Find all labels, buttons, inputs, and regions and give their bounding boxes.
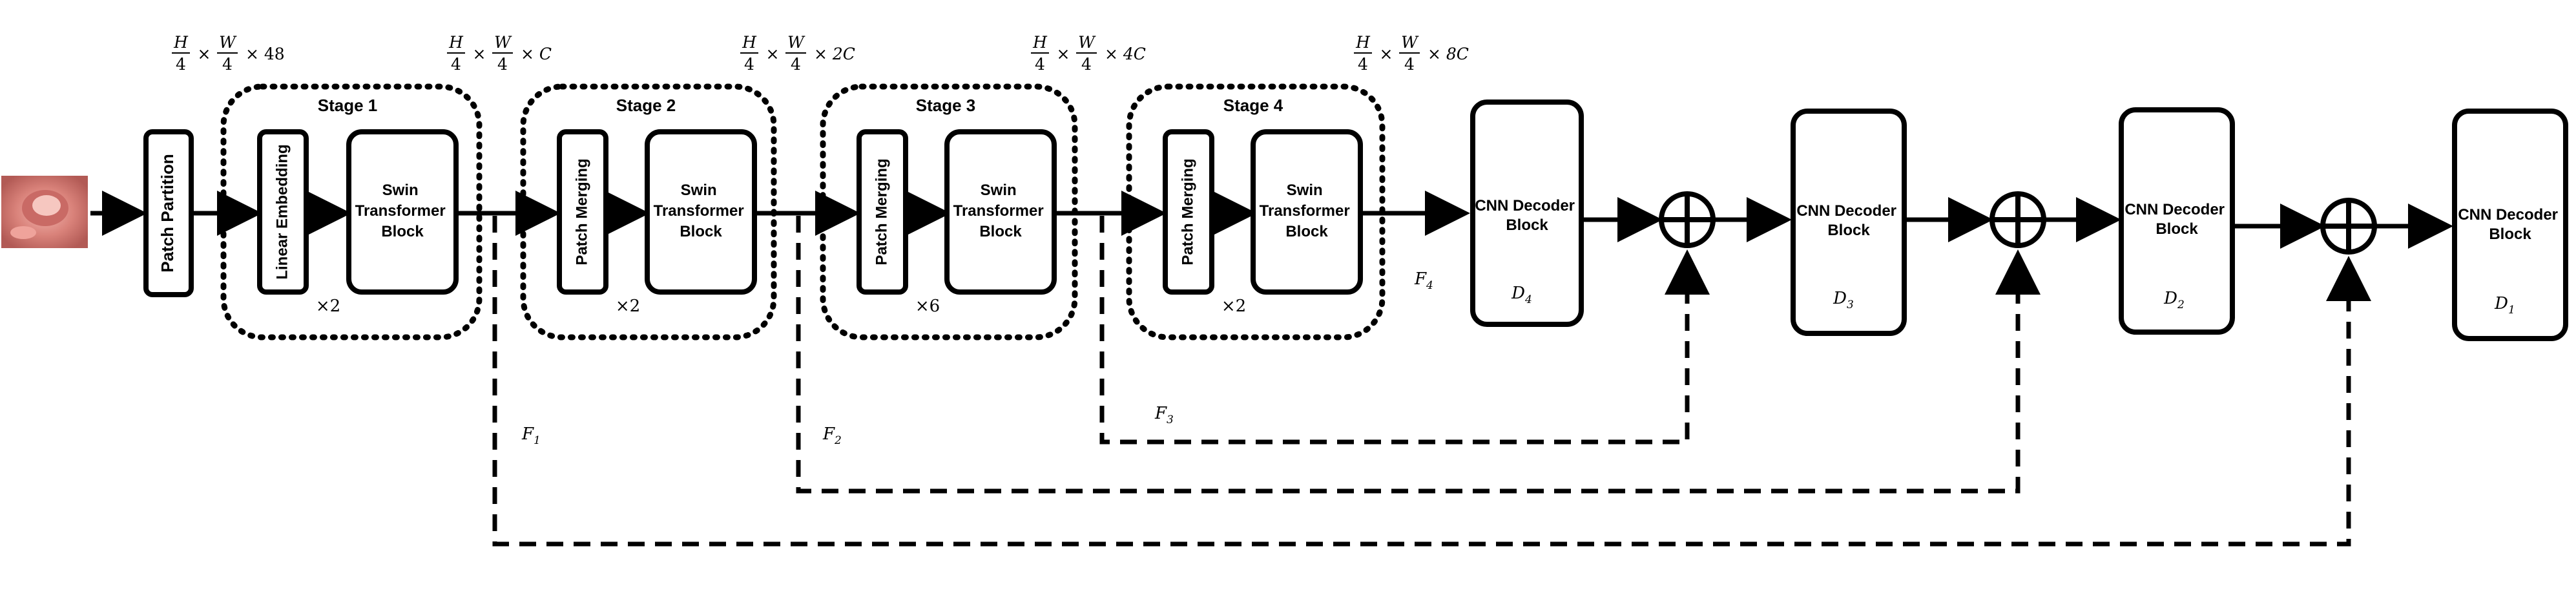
dim-label-3: H 4 × W 4 × 2C [740,33,855,74]
svg-text:D3: D3 [1833,289,1854,311]
stage-4-title: Stage 4 [1223,96,1283,115]
swin-block-4-line3: Block [1285,223,1328,240]
swin-block-3-line1: Swin [981,182,1017,199]
feature-f4: F4 [1414,269,1433,292]
swin-block-2-line3: Block [680,223,722,240]
svg-text:Swin Transformer B: Swin Transformer Block [355,182,450,240]
swin-block-4-line1: Swin [1287,182,1323,199]
stage-1-title: Stage 1 [318,96,378,115]
svg-text:× 8C: × 8C [1428,45,1469,63]
stage-1-repeat: ×2 [316,297,340,316]
swin-block-2-line2: Transformer [654,202,744,220]
decoder-d4: CNN Decoder Block D4 [1470,100,1584,327]
svg-text:×: × [1057,45,1070,63]
svg-text:H: H [1032,33,1048,52]
svg-text:Swin Transformer B: Swin Transformer Block [654,182,749,240]
svg-text:CNN Decoder Block: CNN Decoder Block [1475,197,1579,234]
stage-4-repeat: ×2 [1221,297,1246,316]
svg-text:×: × [473,45,486,63]
feature-f2: F2 [822,424,842,447]
stage-4: Stage 4 Patch Merging Swin Transformer B… [1126,83,1386,340]
svg-text:H: H [1355,33,1371,52]
stage-2-repeat: ×2 [616,297,640,316]
dim-label-2: H 4 × W 4 × C [447,33,552,74]
svg-text:× 48: × 48 [245,45,285,63]
svg-text:4: 4 [744,55,754,74]
decoder-d1: CNN Decoder Block D1 [2452,109,2568,341]
swin-block-1-line1: Swin [382,182,419,199]
swin-block-3-line2: Transformer [953,202,1044,220]
svg-text:CNN Decoder Block: CNN Decoder Block [2458,206,2562,243]
stage-3-title: Stage 3 [916,96,976,115]
skip-connection-f2 [796,216,2041,494]
decoder-d3: CNN Decoder Block D3 [1791,109,1907,336]
swin-block-4-line2: Transformer [1260,202,1350,220]
svg-text:D4: D4 [1511,284,1532,306]
stage-3-repeat: ×6 [915,297,940,316]
decoder-d2: CNN Decoder Block D2 [2119,107,2235,335]
input-image [1,176,88,248]
svg-text:W: W [1078,33,1096,52]
svg-text:D2: D2 [2163,289,2185,311]
svg-text:4: 4 [1404,55,1415,74]
svg-text:W: W [787,33,805,52]
svg-text:D1: D1 [2494,294,2515,317]
dim-label-5: H 4 × W 4 × 8C [1354,33,1469,74]
feature-f1: F1 [521,424,541,447]
stage-1-border [220,83,483,340]
svg-text:CNN Decoder Block: CNN Decoder Block [1796,202,1900,239]
stage-3: Stage 3 Patch Merging Swin Transformer B… [820,83,1078,340]
svg-text:4: 4 [497,55,508,74]
svg-text:×: × [766,45,780,63]
stage-1: Stage 1 Linear Embedding Swin Transforme… [220,83,483,340]
patch-partition-label: Patch Partition [158,154,177,272]
svg-text:H: H [742,33,757,52]
swin-block-1-line3: Block [381,223,424,240]
patch-partition-block: Patch Partition [143,129,194,297]
svg-text:W: W [494,33,512,52]
svg-text:× 4C: × 4C [1105,45,1146,63]
svg-text:H: H [448,33,464,52]
swin-block-1-line2: Transformer [355,202,446,220]
stage-2: Stage 2 Patch Merging Swin Transformer B… [520,83,777,340]
sum-node-3 [2320,198,2377,255]
sum-node-1 [1659,191,1716,248]
patch-merging-1-label: Patch Merging [573,158,590,265]
linear-embedding-label: Linear Embedding [273,144,291,279]
stage-2-title: Stage 2 [616,96,676,115]
svg-text:4: 4 [791,55,801,74]
patch-merging-2-label: Patch Merging [873,158,890,265]
svg-text:4: 4 [1358,55,1368,74]
svg-text:W: W [1401,33,1419,52]
svg-text:4: 4 [222,55,233,74]
svg-text:4: 4 [451,55,461,74]
skip-connection-f1 [492,216,2371,547]
svg-text:H: H [173,33,189,52]
svg-text:4: 4 [176,55,186,74]
svg-text:×: × [1380,45,1393,63]
dim-label-4: H 4 × W 4 × 4C [1031,33,1146,74]
swin-block-2-line1: Swin [681,182,717,199]
svg-text:CNN Decoder Block: CNN Decoder Block [2124,201,2228,238]
svg-text:× 2C: × 2C [814,45,855,63]
svg-text:×: × [198,45,211,63]
svg-text:4: 4 [1081,55,1092,74]
swin-block-3-line3: Block [979,223,1022,240]
skip-connection-f3 [1099,216,1710,445]
patch-merging-3-label: Patch Merging [1179,158,1196,265]
svg-text:4: 4 [1035,55,1045,74]
sum-node-2 [1989,191,2046,248]
svg-text:× C: × C [521,45,552,63]
svg-text:Swin Transformer B: Swin Transformer Block [1260,182,1355,240]
svg-text:W: W [219,33,237,52]
svg-text:Swin Transformer B: Swin Transformer Block [953,182,1048,240]
feature-f3: F3 [1154,404,1174,426]
dim-label-1: H 4 × W 4 × 48 [172,33,285,74]
